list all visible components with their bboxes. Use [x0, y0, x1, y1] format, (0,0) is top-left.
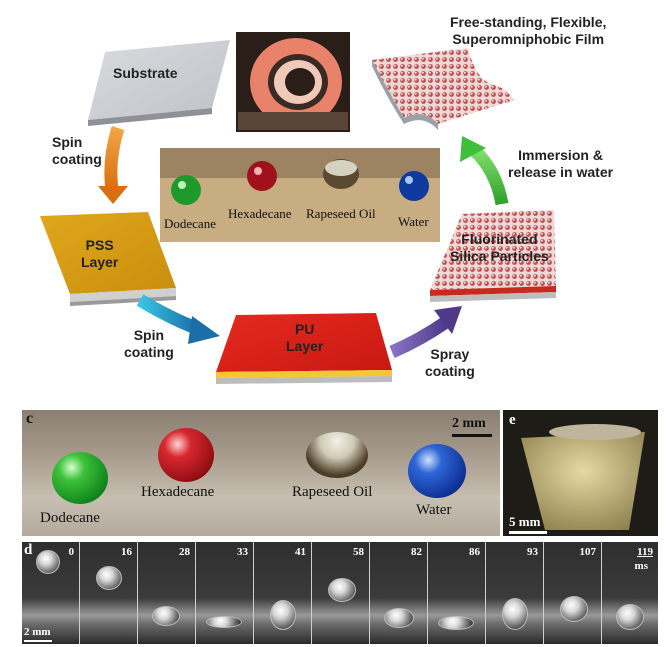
frame-8: 93 — [486, 542, 544, 644]
pss-layer-label: PSS Layer — [81, 237, 119, 270]
panel-d-scale: 2 mm — [24, 626, 51, 638]
inset-label-dodecane: Dodecane — [164, 216, 216, 231]
frame-8-time: 93 — [527, 546, 538, 558]
panel-e-letter: e — [509, 412, 516, 428]
frame-0: 0 — [22, 542, 80, 644]
frame-unit: ms — [634, 560, 648, 572]
frame-2-drop — [152, 606, 180, 626]
spin-coating-label-2: Spin coating — [124, 327, 174, 360]
panel-d-letter: d — [24, 542, 33, 558]
droplet-inset-photo — [160, 148, 440, 242]
teal-arrow — [136, 294, 220, 344]
label-rapeseed-oil: Rapeseed Oil — [292, 484, 373, 500]
rolled-film-photo — [236, 32, 350, 132]
frame-2: 28 — [138, 542, 196, 644]
frame-7-drop — [438, 616, 474, 630]
frame-10-drop — [616, 604, 644, 630]
panel-c-scale: 2 mm — [452, 416, 486, 431]
frame-4: 41 — [254, 542, 312, 644]
panel-e-scale: 5 mm — [509, 514, 541, 529]
frame-3-drop — [206, 616, 242, 628]
immersion-release-label: Immersion & release in water — [508, 147, 614, 180]
label-hexadecane: Hexadecane — [141, 484, 215, 500]
inset-label-water: Water — [398, 214, 429, 229]
panel-c-scale-bar — [452, 434, 492, 437]
pu-layer-label: PU Layer — [286, 321, 324, 354]
frame-9-drop — [560, 596, 588, 622]
panel-c: c 2 mm Dodecane Hexadecane Rapeseed Oil … — [22, 410, 500, 536]
pu-layer-slab — [216, 313, 392, 384]
panel-d-scale-bar — [24, 640, 52, 642]
frame-9: 107 — [544, 542, 602, 644]
frame-5-drop — [328, 578, 356, 602]
panel-d: 0 16 28 33 41 58 82 86 93 107 119 ms d — [22, 542, 658, 644]
pss-layer-slab — [40, 212, 176, 306]
process-diagram: Substrate Spin coating PSS Layer Spin co… — [40, 14, 614, 384]
frame-4-time: 41 — [295, 546, 306, 558]
frame-6: 82 — [370, 542, 428, 644]
drop-hexadecane — [158, 428, 214, 482]
drop-water — [408, 444, 466, 498]
purple-arrow — [389, 306, 462, 358]
frame-3-time: 33 — [237, 546, 248, 558]
drop-rapeseed-oil — [306, 432, 368, 478]
frame-3: 33 — [196, 542, 254, 644]
frame-9-time: 107 — [579, 546, 597, 558]
substrate-label: Substrate — [113, 65, 178, 81]
frame-5: 58 — [312, 542, 370, 644]
label-water: Water — [416, 502, 452, 518]
frame-1: 16 — [80, 542, 138, 644]
spin-coating-label-1: Spin coating — [52, 134, 102, 167]
free-standing-film — [372, 48, 514, 130]
frame-5-time: 58 — [353, 546, 364, 558]
frame-10: 119 ms — [602, 542, 658, 644]
frame-1-drop — [96, 566, 122, 590]
frame-0-time: 0 — [68, 546, 75, 558]
substrate-slab — [88, 40, 230, 126]
frame-4-drop — [270, 600, 296, 630]
silica-layer-slab — [430, 210, 556, 302]
label-dodecane: Dodecane — [40, 510, 100, 526]
drop-dodecane — [52, 452, 108, 504]
frame-10-time: 119 — [637, 546, 653, 558]
film-label: Free-standing, Flexible, Superomniphobic… — [450, 14, 607, 47]
frame-8-drop — [502, 598, 528, 630]
frame-0-drop — [36, 550, 60, 574]
orange-arrow — [98, 126, 128, 204]
panel-e-film-image — [503, 410, 658, 536]
green-arrow — [460, 136, 509, 206]
panel-c-letter: c — [26, 410, 34, 427]
silica-particles-label: Fluorinated Silica Particles — [450, 231, 549, 264]
panel-e-scale-bar — [509, 531, 547, 534]
frame-2-time: 28 — [179, 546, 190, 558]
diagram-graphics — [40, 32, 556, 384]
frame-6-drop — [384, 608, 414, 628]
panel-e: e 5 mm — [503, 410, 658, 536]
frame-6-time: 82 — [411, 546, 422, 558]
frame-7: 86 — [428, 542, 486, 644]
inset-label-hexadecane: Hexadecane — [228, 206, 292, 221]
frame-7-time: 86 — [469, 546, 480, 558]
frame-1-time: 16 — [121, 546, 132, 558]
inset-label-rapeseed-oil: Rapeseed Oil — [306, 206, 376, 221]
spray-coating-label: Spray coating — [425, 346, 475, 379]
